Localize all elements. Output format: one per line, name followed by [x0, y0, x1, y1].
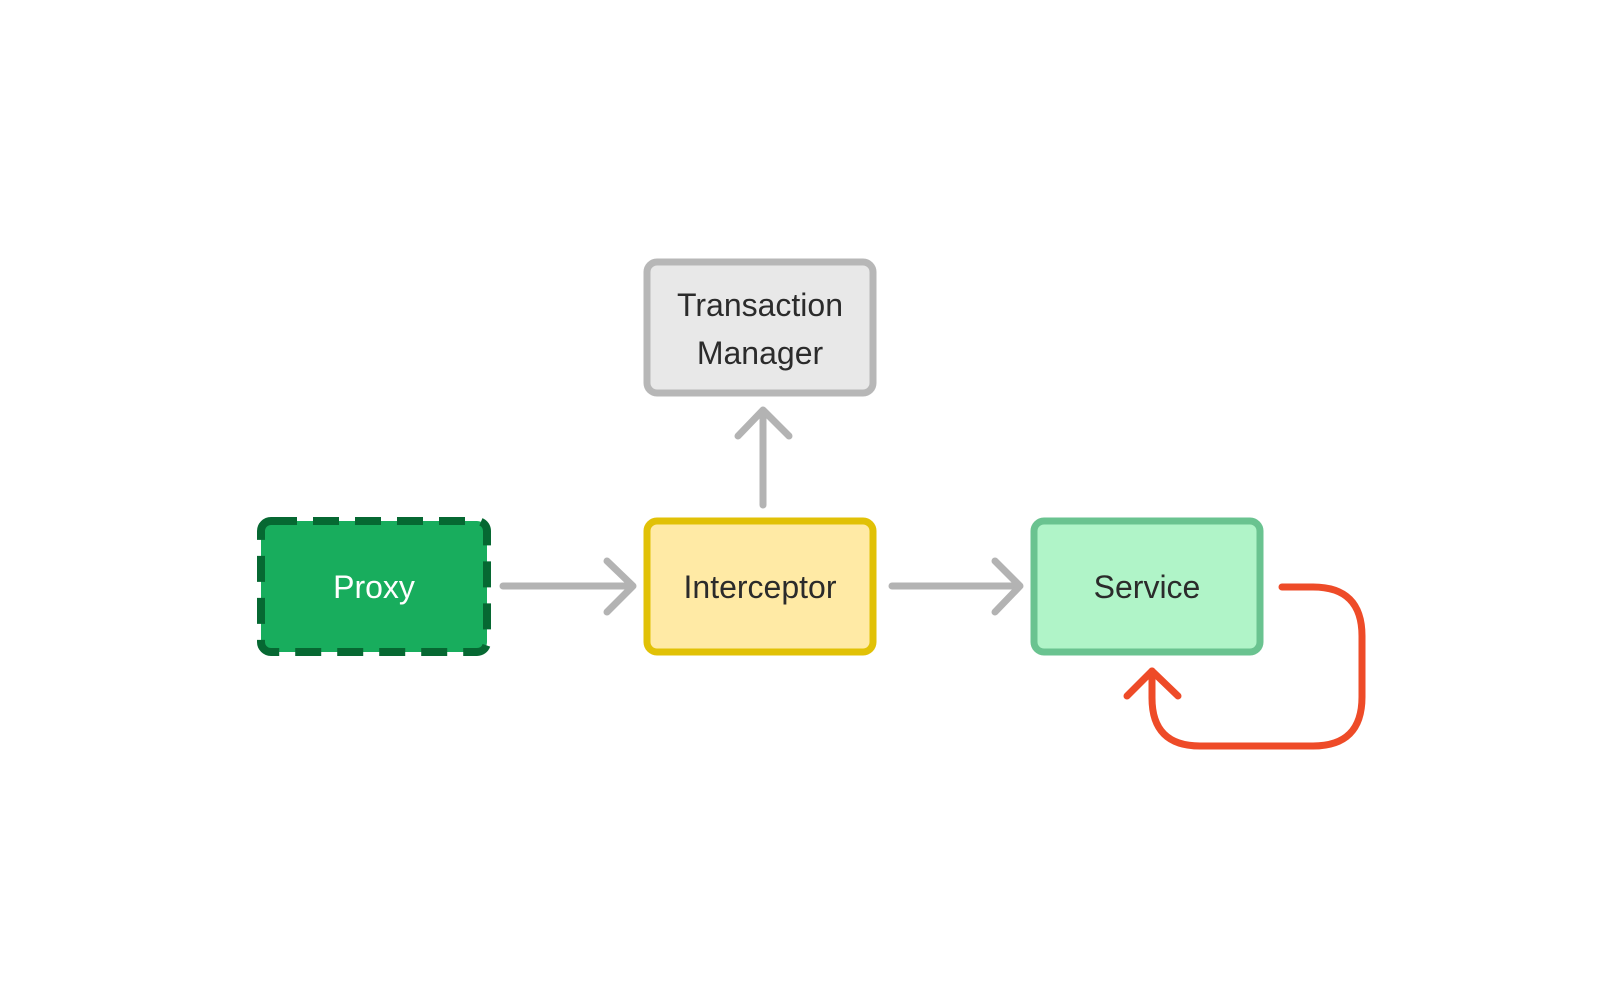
node-transaction-manager-label-line2: Manager: [697, 335, 824, 371]
node-proxy-box: [257, 517, 491, 656]
edge-interceptor-to-service: [888, 557, 1024, 616]
node-service-label: Service: [1094, 569, 1201, 605]
node-proxy-label: Proxy: [333, 569, 415, 605]
node-proxy: Proxy: [257, 517, 491, 656]
edge-interceptor-to-transaction-manager: [734, 406, 793, 509]
edge-service-self-loop: [1123, 583, 1366, 750]
node-interceptor: Interceptor: [643, 517, 877, 656]
edge-proxy-to-interceptor-arrowhead: [603, 557, 637, 616]
node-interceptor-box: [643, 517, 877, 656]
edge-service-self-loop-path: [1148, 583, 1366, 750]
edge-interceptor-to-service-arrowhead: [991, 557, 1024, 616]
edge-proxy-to-interceptor: [499, 557, 637, 616]
node-transaction-manager-box: [643, 258, 877, 397]
edge-interceptor-to-transaction-manager-arrowhead: [734, 406, 793, 440]
node-service: Service: [1030, 517, 1264, 656]
node-service-box: [1030, 517, 1264, 656]
node-interceptor-label: Interceptor: [684, 569, 837, 605]
node-transaction-manager: Transaction Manager: [643, 258, 877, 397]
edge-service-self-loop-arrowhead: [1123, 667, 1182, 700]
node-transaction-manager-label-line1: Transaction: [677, 287, 843, 323]
